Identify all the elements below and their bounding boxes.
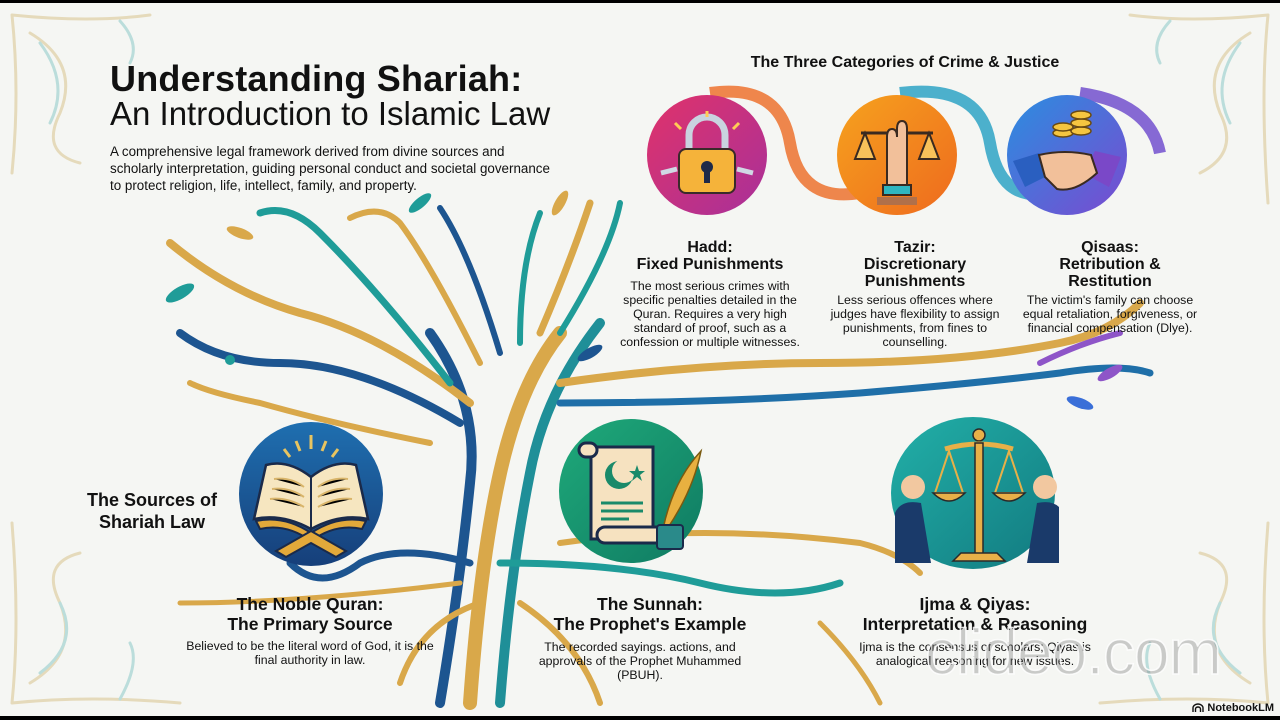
sources-section-heading: The Sources of Shariah Law (86, 490, 218, 532)
page-subtitle-heading: An Introduction to Islamic Law (110, 95, 551, 132)
category-description-tazir: Less serious offences where judges have … (830, 293, 1000, 349)
source-title-ijma-qiyas: Ijma & Qiyas: Interpretation & Reasoning (835, 594, 1115, 634)
category-title-tazir: Tazir: Discretionary Punishments (820, 239, 1010, 290)
badge-label: NotebookLM (1207, 702, 1274, 714)
handshake-coins-icon (1005, 93, 1129, 217)
category-name: Discretionary Punishments (863, 256, 967, 290)
category-description-hadd: The most serious crimes with specific pe… (620, 279, 800, 349)
category-label: Tazir: (894, 239, 936, 256)
tree-illustration (10, 13, 1270, 710)
scholars-scales-icon (887, 413, 1063, 573)
source-title-quran: The Noble Quran: The Primary Source (170, 594, 450, 634)
source-name: The Prophet's Example (553, 614, 747, 634)
source-name: The Primary Source (227, 614, 393, 634)
category-title-qisaas: Qisaas: Retribution & Restitution (1015, 239, 1205, 290)
category-title-hadd: Hadd: Fixed Punishments (615, 239, 805, 273)
notebooklm-badge: NotebookLM (1192, 702, 1274, 714)
crime-section-heading: The Three Categories of Crime & Justice (750, 54, 1060, 71)
page-title: Understanding Shariah: (110, 58, 523, 99)
source-title-sunnah: The Sunnah: The Prophet's Example (510, 594, 790, 634)
open-quran-icon (236, 419, 386, 569)
broken-padlock-icon (645, 93, 769, 217)
source-name: Interpretation & Reasoning (862, 614, 1088, 634)
source-label: Ijma & Qiyas: (919, 594, 1031, 614)
watermark: clideo.com (924, 615, 1223, 689)
notebooklm-logo-icon (1192, 703, 1205, 712)
source-description-ijma-qiyas: Ijma is the consensus of scholars; Qiyas… (859, 640, 1091, 668)
source-description-quran: Believed to be the literal word of God, … (186, 639, 434, 667)
category-description-qisaas: The victim's family can choose equal ret… (1022, 293, 1198, 335)
source-label: The Sunnah: (597, 594, 703, 614)
category-label: Qisaas: (1081, 239, 1139, 256)
source-label: The Noble Quran: (236, 594, 384, 614)
infographic-canvas: Understanding Shariah: An Introduction t… (0, 3, 1280, 716)
intro-description: A comprehensive legal framework derived … (110, 144, 550, 193)
category-label: Hadd: (687, 239, 733, 256)
scales-hand-icon (835, 93, 959, 217)
source-description-sunnah: The recorded sayings. actions, and appro… (538, 640, 742, 682)
scroll-quill-icon (553, 411, 713, 571)
category-name: Fixed Punishments (636, 256, 784, 273)
category-name: Retribution & Restitution (1059, 256, 1161, 290)
